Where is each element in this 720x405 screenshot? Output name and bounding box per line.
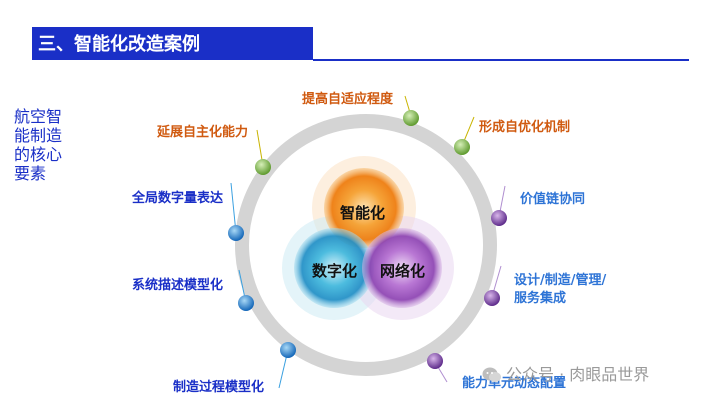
label-digital: 数字化 (312, 262, 358, 280)
node-right-2 (484, 290, 500, 306)
connector-left-1 (230, 182, 237, 234)
node-top (403, 110, 419, 126)
label-left-3: 制造过程模型化 (173, 380, 265, 395)
label-right-1: 价值链协同 (520, 192, 586, 207)
label-intelligent: 智能化 (340, 204, 386, 222)
circle-network (362, 228, 442, 308)
title-bar (32, 27, 313, 60)
node-upper-right (454, 139, 470, 155)
label-right-2b: 服务集成 (514, 291, 567, 306)
label-right-2a: 设计/制造/管理/ (514, 273, 607, 288)
label-network: 网络化 (380, 262, 426, 280)
circle-intelligent (324, 168, 404, 248)
node-left-1 (228, 225, 244, 241)
side-label-line-1: 航空智 (14, 107, 63, 126)
circle-digital (294, 228, 374, 308)
side-label: 航空智 能制造 的核心 要素 (14, 107, 66, 183)
watermark: 公众号 · 肉眼品世界 (506, 364, 649, 386)
title-divider (313, 59, 689, 61)
label-upper-right: 形成自优化机制 (479, 120, 571, 135)
node-right-1 (491, 210, 507, 226)
label-top: 提高自适应程度 (302, 92, 394, 107)
side-label-line-3: 的核心 (14, 145, 63, 164)
outer-ring (235, 114, 497, 376)
page-title: 三、智能化改造案例 (38, 34, 200, 55)
node-left-2 (238, 295, 254, 311)
node-right-3 (427, 353, 443, 369)
node-left-3 (280, 342, 296, 358)
label-upper-left: 延展自主化能力 (157, 125, 249, 140)
side-label-line-4: 要素 (14, 164, 47, 183)
watermark-text: 公众号 · 肉眼品世界 (506, 365, 650, 384)
side-label-line-2: 能制造 (14, 126, 63, 145)
label-left-2: 系统描述模型化 (132, 278, 224, 293)
wechat-icon (482, 367, 501, 382)
node-upper-left (255, 159, 271, 175)
label-left-1: 全局数字量表达 (132, 191, 224, 206)
